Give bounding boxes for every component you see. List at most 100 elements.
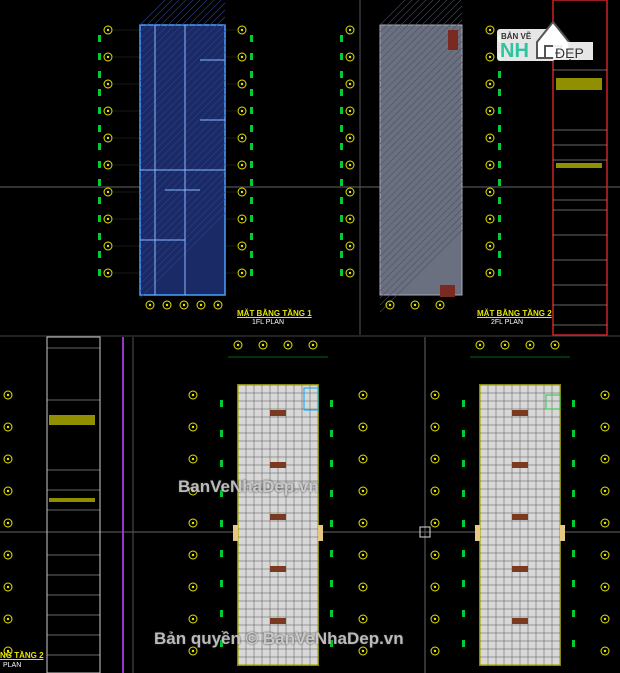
- grid-axis-dot: [106, 109, 110, 113]
- dimension-text: [98, 71, 101, 78]
- grid-axis-dot: [191, 393, 195, 397]
- dimension-text: [98, 269, 101, 276]
- drain-arrow: [512, 618, 528, 624]
- grid-axis-bubble: [358, 390, 368, 400]
- grid-axis-bubble: [430, 390, 440, 400]
- dimension-text: [498, 125, 501, 132]
- dimension-text: [250, 179, 253, 186]
- dimension-text: [330, 490, 333, 497]
- grid-axis-dot: [6, 617, 10, 621]
- hatch-line: [139, 86, 226, 173]
- grid-axis-bubble: [358, 582, 368, 592]
- hatch-line: [379, 117, 463, 201]
- stair-block: [440, 285, 455, 297]
- hatch-line: [139, 0, 222, 82]
- grid-axis-dot: [6, 457, 10, 461]
- dimension-text: [330, 430, 333, 437]
- grid-axis-dot: [361, 585, 365, 589]
- dimension-text: [220, 460, 223, 467]
- title-block-project-text: [49, 415, 95, 425]
- hatch-line: [379, 208, 463, 292]
- grid-axis-dot: [361, 521, 365, 525]
- grid-axis-dot: [191, 617, 195, 621]
- grid-axis-dot: [361, 425, 365, 429]
- grid-axis-bubble: [345, 52, 355, 62]
- dimension-text: [462, 400, 465, 407]
- hatch-line: [379, 61, 463, 145]
- grid-axis-dot: [488, 217, 492, 221]
- grid-axis-dot: [6, 393, 10, 397]
- grid-axis-dot: [348, 163, 352, 167]
- grid-axis-dot: [106, 244, 110, 248]
- grid-axis-bubble: [283, 340, 293, 350]
- dimension-text: [462, 580, 465, 587]
- grid-axis-dot: [603, 521, 607, 525]
- grid-axis-dot: [433, 425, 437, 429]
- dimension-text: [498, 107, 501, 114]
- grid-axis-bubble: [3, 486, 13, 496]
- grid-axis-dot: [106, 55, 110, 59]
- grid-axis-bubble: [188, 582, 198, 592]
- dimension-text: [498, 233, 501, 240]
- grid-axis-dot: [361, 393, 365, 397]
- watermark-bottom: Bản quyền © BanVeNhaDep.vn: [154, 629, 404, 648]
- dimension-text: [462, 520, 465, 527]
- grid-axis-dot: [240, 244, 244, 248]
- hatch-line: [379, 0, 448, 68]
- hatch-line: [379, 159, 463, 243]
- hatch-line: [379, 229, 463, 313]
- grid-axis-bubble: [345, 25, 355, 35]
- dimension-text: [220, 490, 223, 497]
- grid-axis-dot: [286, 343, 290, 347]
- grid-axis-dot: [240, 190, 244, 194]
- grid-axis-dot: [191, 457, 195, 461]
- grid-axis-bubble: [485, 106, 495, 116]
- hatch-line: [139, 205, 226, 292]
- dimension-text: [330, 550, 333, 557]
- hatch-line: [139, 0, 180, 40]
- grid-axis-dot: [191, 649, 195, 653]
- hatch-line: [139, 93, 226, 180]
- dimension-text: [462, 550, 465, 557]
- drain-arrow: [270, 462, 286, 468]
- grid-axis-bubble: [188, 614, 198, 624]
- dimension-text: [572, 460, 575, 467]
- door-block: [560, 525, 565, 541]
- grid-axis-dot: [191, 521, 195, 525]
- grid-axis-dot: [348, 244, 352, 248]
- dimension-text: [98, 215, 101, 222]
- dimension-text: [462, 460, 465, 467]
- dimension-text: [572, 610, 575, 617]
- hatch-line: [379, 194, 463, 278]
- dimension-text: [220, 580, 223, 587]
- grid-axis-dot: [240, 136, 244, 140]
- grid-axis-bubble: [3, 454, 13, 464]
- hatch-line: [379, 0, 462, 82]
- grid-axis-dot: [433, 649, 437, 653]
- grid-axis-dot: [433, 585, 437, 589]
- dimension-text: [250, 53, 253, 60]
- dimension-text: [462, 640, 465, 647]
- hatch-line: [139, 58, 226, 145]
- grid-axis-bubble: [435, 300, 445, 310]
- door-block: [233, 525, 238, 541]
- grid-axis-bubble: [430, 582, 440, 592]
- grid-axis-bubble: [485, 241, 495, 251]
- dimension-text: [330, 580, 333, 587]
- grid-axis-bubble: [485, 133, 495, 143]
- dimension-text: [340, 107, 343, 114]
- dimension-text: [498, 161, 501, 168]
- grid-axis-bubble: [550, 340, 560, 350]
- grid-axis-bubble: [3, 390, 13, 400]
- grid-axis-bubble: [430, 454, 440, 464]
- grid-axis-dot: [348, 109, 352, 113]
- grid-axis-dot: [148, 303, 152, 307]
- dimension-text: [498, 71, 501, 78]
- drain-arrow: [270, 618, 286, 624]
- grid-axis-dot: [361, 649, 365, 653]
- logo-text-dep: ĐẸP: [555, 45, 584, 61]
- hatch-line: [139, 23, 226, 110]
- grid-axis-dot: [191, 553, 195, 557]
- hatch-line: [379, 103, 463, 187]
